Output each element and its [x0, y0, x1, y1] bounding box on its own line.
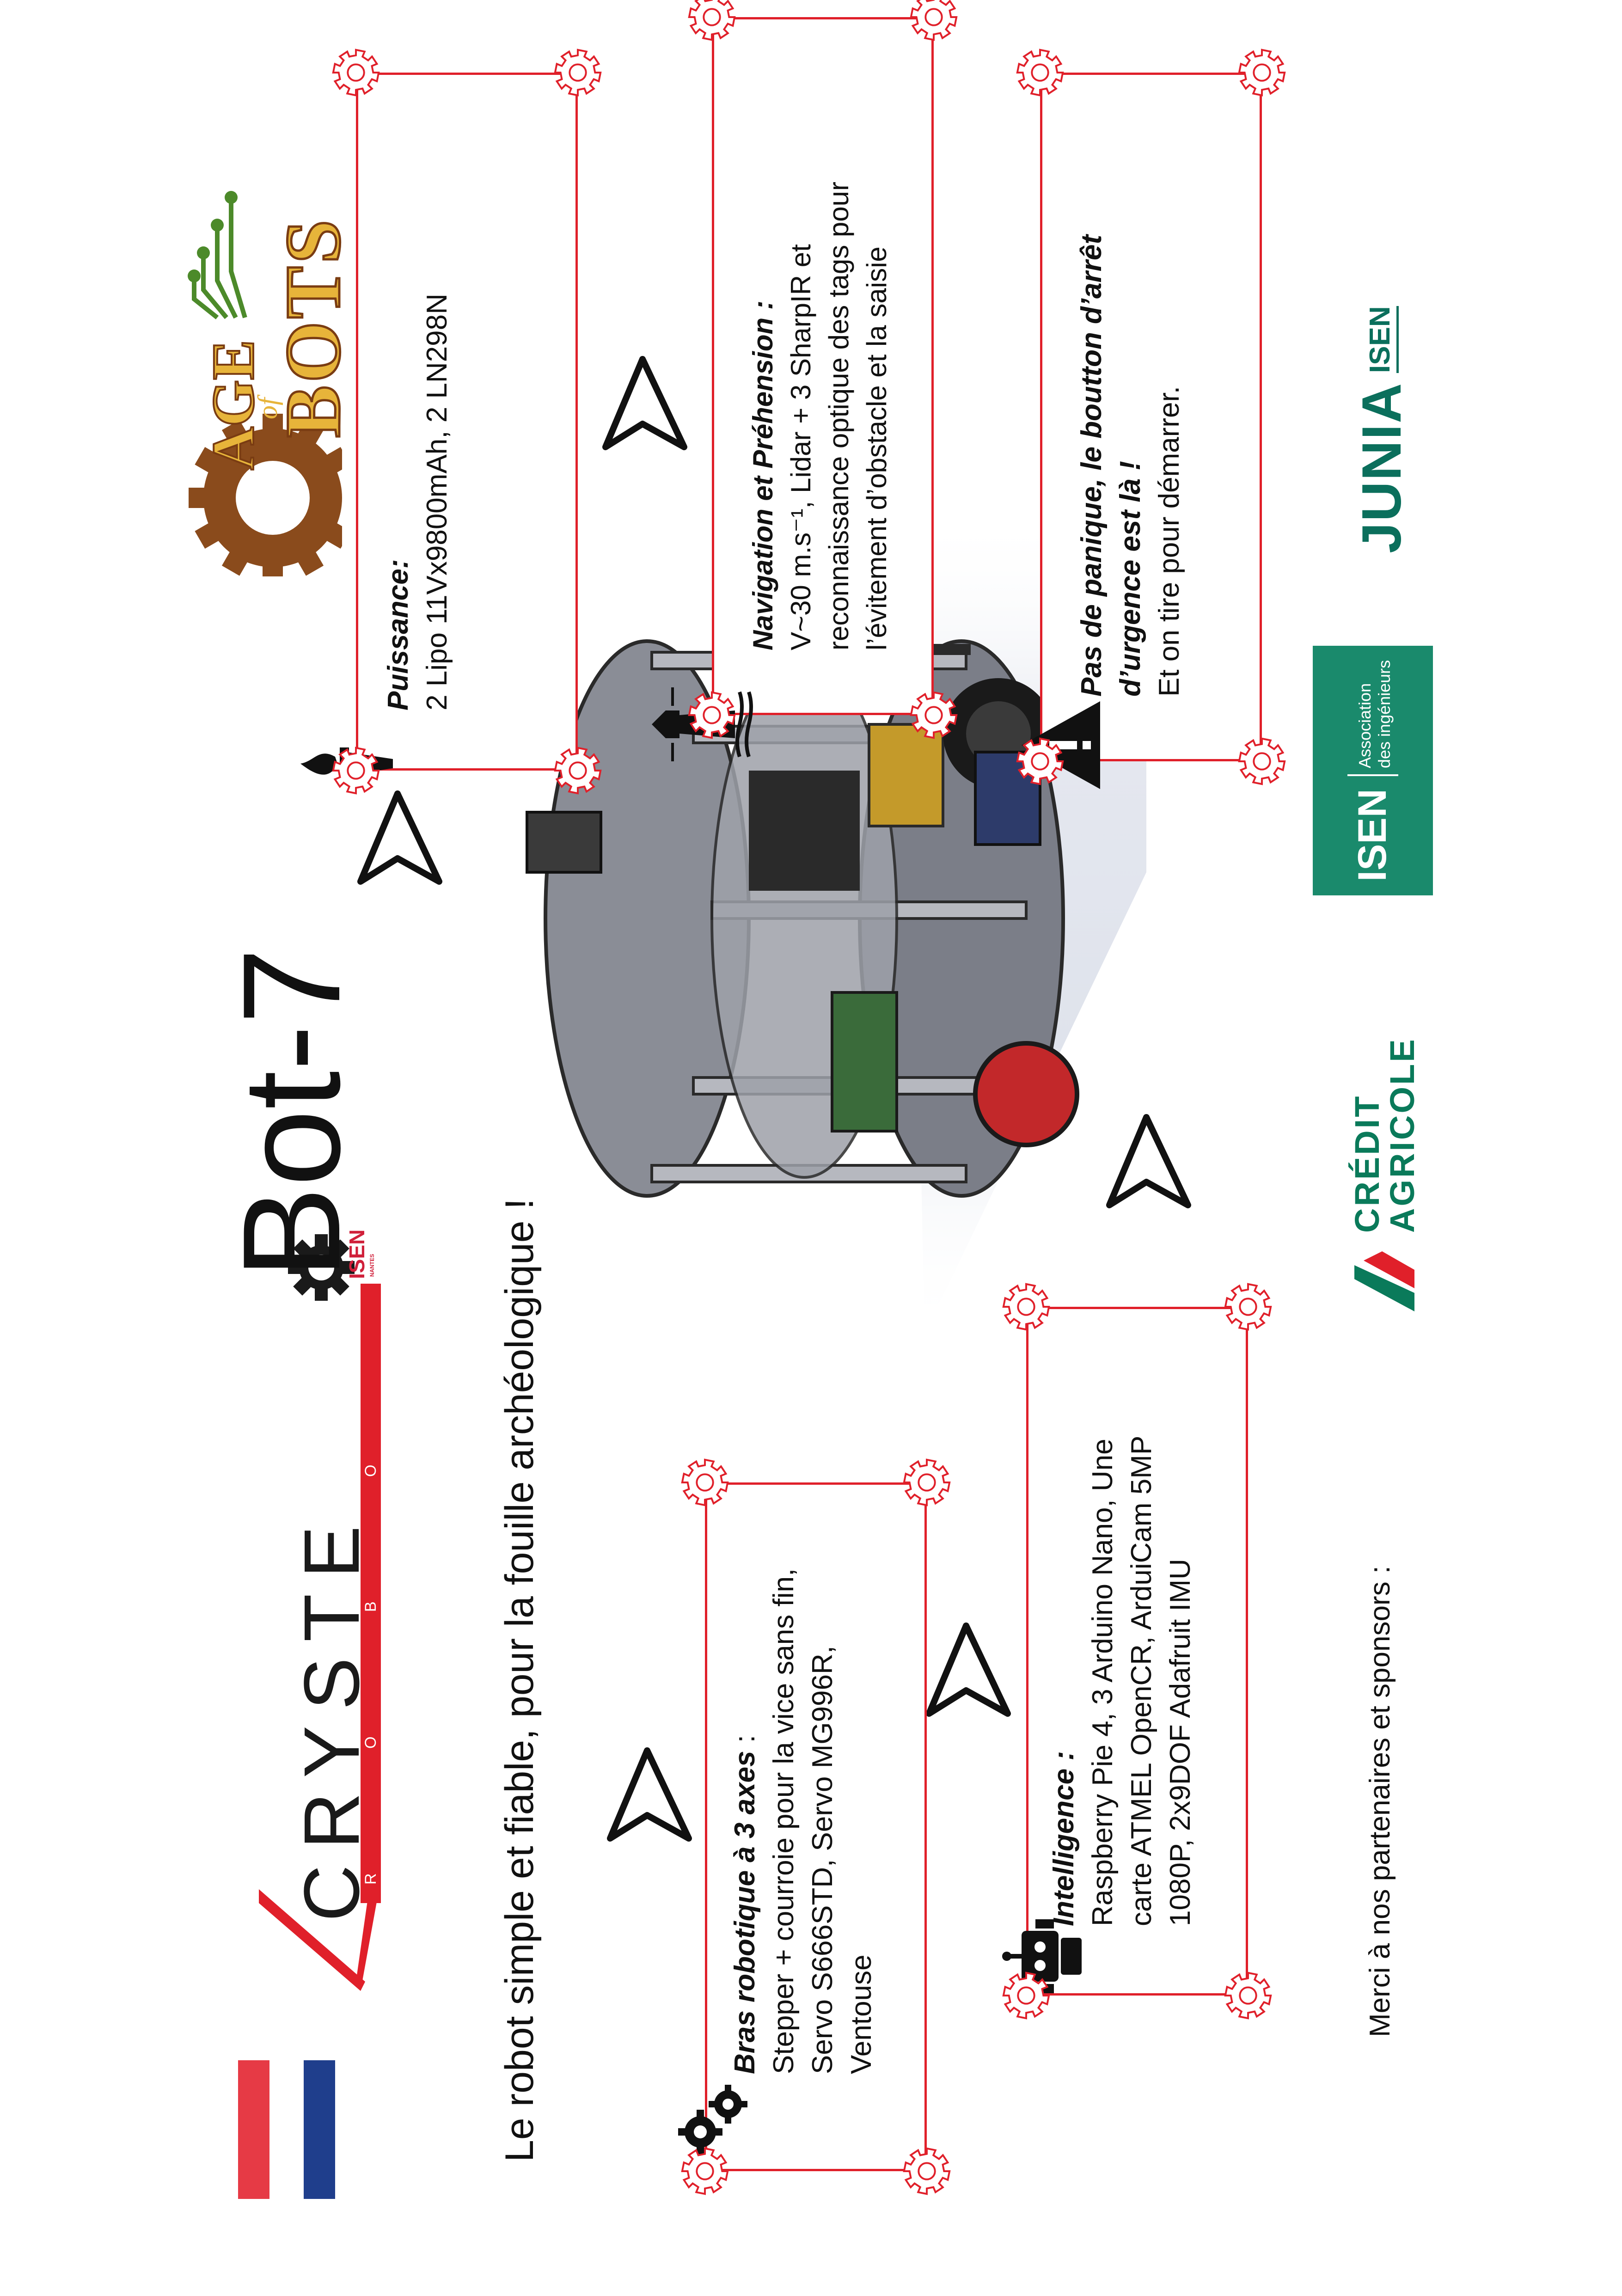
logo-swoosh [259, 1885, 379, 1991]
intelligence-line2: carte ATMEL OpenCR, ArduiCam 5MP [1126, 1435, 1157, 1926]
emergency-body: Et on tire pour démarrer. [1153, 386, 1185, 697]
intelligence-line1: Raspberry Pie 4, 3 Arduino Nano, Une [1087, 1439, 1119, 1926]
event-logo: AGE of BOTS [176, 160, 358, 576]
team-subtitle: R O B O T I C S [361, 1284, 400, 1903]
arm-heading: Bras robotique à 3 axes [729, 1751, 761, 2075]
corner-gear-icon [685, 688, 739, 742]
power-body: 2 Lipo 11Vx9800mAh, 2 LN298N [421, 294, 453, 710]
gear-icon [288, 1234, 355, 1301]
navigation-line3: l’évitement d’obstacle et la saisie [861, 246, 892, 650]
page-title: Bot-7 [214, 947, 369, 1279]
corner-gear-icon [1221, 1280, 1275, 1334]
isen-association-sub2: des ingénieurs [1375, 660, 1394, 768]
corner-gear-icon [1013, 45, 1067, 100]
corner-gear-icon [1013, 734, 1067, 789]
navigation-line2: reconnaissance optique des tags pour [823, 181, 854, 650]
arm-text: Bras robotique à 3 axes : Stepper + cour… [726, 1492, 881, 2074]
power-heading: Puissance: [382, 559, 414, 710]
corner-gear-icon [906, 688, 961, 742]
corner-gear-icon [678, 1455, 732, 1510]
arrow-intelligence [926, 1623, 1011, 1717]
corner-gear-icon [1221, 1968, 1275, 2023]
emergency-text: Pas de panique, le boutton d’arrêt d’urg… [1072, 82, 1189, 697]
tagline: Le robot simple et fiable, pour la fouil… [497, 1198, 542, 2162]
sponsors-thanks: Merci à nos partenaires et sponsors : [1364, 1565, 1396, 2037]
corner-gear-icon [999, 1280, 1053, 1334]
corner-gear-icon [1235, 45, 1289, 100]
event-logo-bots: BOTS [269, 216, 358, 439]
arm-line3: Ventouse [845, 1954, 877, 2074]
navigation-heading: Navigation et Préhension : [747, 300, 778, 650]
team-isen-sub: NANTES [369, 1254, 375, 1277]
intelligence-line3: 1080P, 2x9DOF Adafruit IMU [1164, 1559, 1196, 1926]
emergency-heading2: d’urgence est là ! [1114, 461, 1146, 697]
isen-association-logo: ISEN Association des ingénieurs [1313, 646, 1433, 895]
isen-association-name: ISEN [1350, 789, 1395, 882]
corner-gear-icon [551, 743, 605, 798]
emergency-heading1: Pas de panique, le boutton d’arrêt [1076, 234, 1108, 697]
arm-heading-row: Bras robotique à 3 axes : [726, 1492, 765, 2074]
team-logo: CRYSTE R O B O T I C S ISEN NANTES [240, 1191, 400, 2000]
corner-gear-icon [1235, 734, 1289, 789]
corner-gear-icon [900, 1455, 954, 1510]
arm-line1: Stepper + courroie pour la vice sans fin… [768, 1568, 800, 2074]
navigation-text: Navigation et Préhension : V~30 m.s⁻¹, L… [744, 22, 896, 650]
navigation-line1: V~30 m.s⁻¹, Lidar + 3 SharpIR et [785, 244, 816, 650]
corner-gear-icon [551, 45, 605, 100]
isen-association-sub1: Association [1355, 683, 1374, 768]
junia-isen: ISEN [1364, 306, 1399, 373]
corner-gear-icon [999, 1968, 1053, 2023]
intelligence-heading: Intelligence : [1048, 1751, 1080, 1926]
arm-heading-suffix: : [729, 1735, 761, 1751]
credit-agricole-line1: CRÉDIT [1348, 1094, 1386, 1233]
arm-line2: Servo S666STD, Servo MG996R, [807, 1646, 839, 2074]
credit-agricole-line2: AGRICOLE [1383, 1037, 1421, 1233]
credit-agricole-logo: CRÉDIT AGRICOLE [1345, 858, 1424, 1321]
junia-name: JUNIA [1351, 382, 1413, 553]
corner-gear-icon [685, 0, 739, 44]
arrow-navigation [602, 356, 687, 450]
arrow-emergency [1106, 1114, 1191, 1208]
arrow-power [357, 790, 442, 885]
corner-gear-icon [906, 0, 961, 44]
corner-gear-icon [329, 45, 383, 100]
corner-gear-icon [678, 2144, 732, 2198]
french-flag [238, 2060, 335, 2199]
gears-icon [678, 2085, 747, 2154]
corner-gear-icon [900, 2144, 954, 2198]
intelligence-text: Intelligence : Raspberry Pie 4, 3 Arduin… [1045, 1316, 1200, 1926]
power-text: Puissance: 2 Lipo 11Vx9800mAh, 2 LN298N [379, 86, 457, 710]
arrow-arm [607, 1747, 692, 1842]
corner-gear-icon [329, 743, 383, 798]
junia-isen-logo: JUNIA ISEN [1345, 306, 1419, 553]
